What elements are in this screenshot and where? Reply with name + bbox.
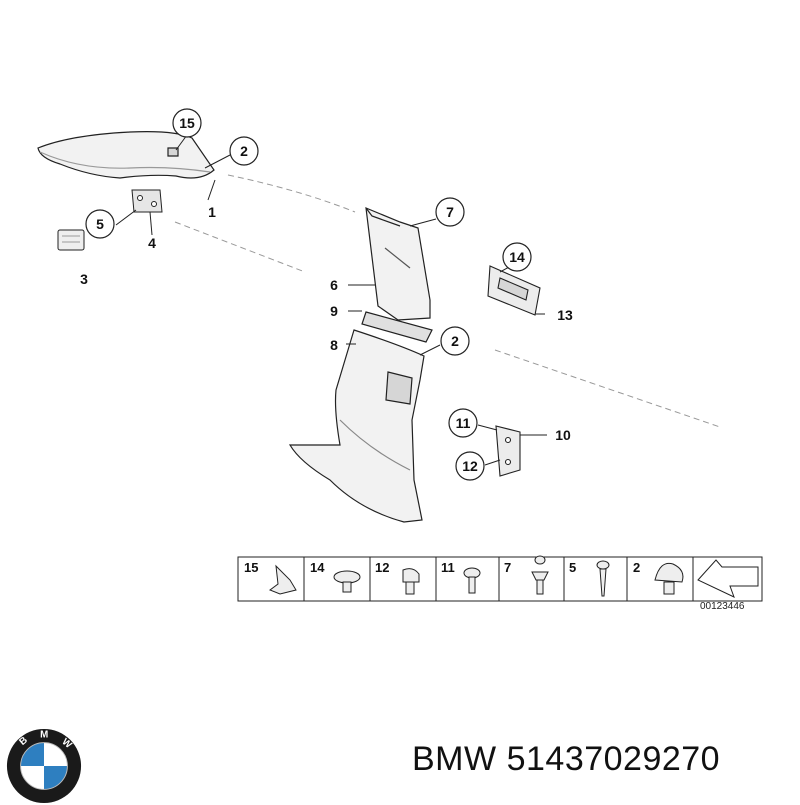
callout-9: 9: [330, 303, 338, 319]
callout-circles: [85, 108, 532, 481]
callout-12: 12: [462, 458, 478, 474]
callout-2a-circle: [229, 136, 259, 166]
plug-12-icon: [402, 568, 420, 595]
direction-arrow-icon: [697, 559, 759, 598]
expansion-rivet-14-icon: [333, 570, 361, 593]
svg-text:M: M: [40, 730, 48, 741]
callout-2a: 2: [240, 143, 248, 159]
callout-11-circle: [448, 408, 478, 438]
part-number: 51437029270: [506, 740, 721, 778]
callout-10: 10: [555, 427, 571, 443]
callout-5: 5: [96, 216, 104, 232]
part-clip-3: [57, 229, 85, 251]
bmw-logo-icon: B M W: [6, 728, 82, 804]
callout-11: 11: [456, 415, 471, 431]
callout-15: 15: [179, 115, 195, 131]
callout-5-circle: [85, 209, 115, 239]
callout-15-circle: [172, 108, 202, 138]
part-upper-trim: [37, 131, 215, 179]
callout-8: 8: [330, 337, 338, 353]
clip-2-icon: [654, 562, 684, 595]
callout-1: 1: [208, 204, 216, 220]
guide-lines: [174, 174, 721, 428]
callout-7-circle: [435, 197, 465, 227]
callout-2b-circle: [440, 326, 470, 356]
part-pillar-upper: [365, 207, 431, 321]
callout-13: 13: [557, 307, 573, 323]
callout-14: 14: [509, 249, 525, 265]
brand-name: BMW: [412, 740, 497, 778]
part-plate-10: [495, 425, 521, 477]
screw-11-icon: [463, 567, 481, 594]
rivet-7-icon: [531, 555, 549, 595]
legend-item-7-num: 2: [633, 560, 640, 575]
leader-lines: [115, 134, 547, 466]
clip-15-icon: [268, 564, 297, 595]
callout-2b: 2: [451, 333, 459, 349]
legend-item-6-num: 5: [569, 560, 576, 575]
legend-item-2-num: 14: [310, 560, 325, 575]
legend-item-5-num: 7: [504, 560, 511, 575]
callout-14-circle: [502, 242, 532, 272]
legend-item-1-num: 15: [244, 560, 258, 575]
screw-5-icon: [596, 560, 610, 597]
fastener-legend: 15 14 12 11 7 5 2: [237, 555, 763, 612]
part-bracket-4: [131, 189, 163, 213]
callout-labels: 15 2 1 5 4 3 7 6 9 8 2 14 13 11 10 12: [80, 115, 573, 474]
legend-item-3-num: 12: [375, 560, 389, 575]
callout-6: 6: [330, 277, 338, 293]
callout-3: 3: [80, 271, 88, 287]
legend-item-4-num: 11: [441, 560, 455, 575]
part-strip-9: [361, 311, 433, 343]
part-bracket-13: [487, 265, 541, 316]
callout-12-circle: [455, 451, 485, 481]
part-pillar-lower: [288, 329, 425, 523]
callout-4: 4: [148, 235, 156, 251]
reference-code: 00123446: [700, 601, 745, 612]
callout-7: 7: [446, 204, 454, 220]
